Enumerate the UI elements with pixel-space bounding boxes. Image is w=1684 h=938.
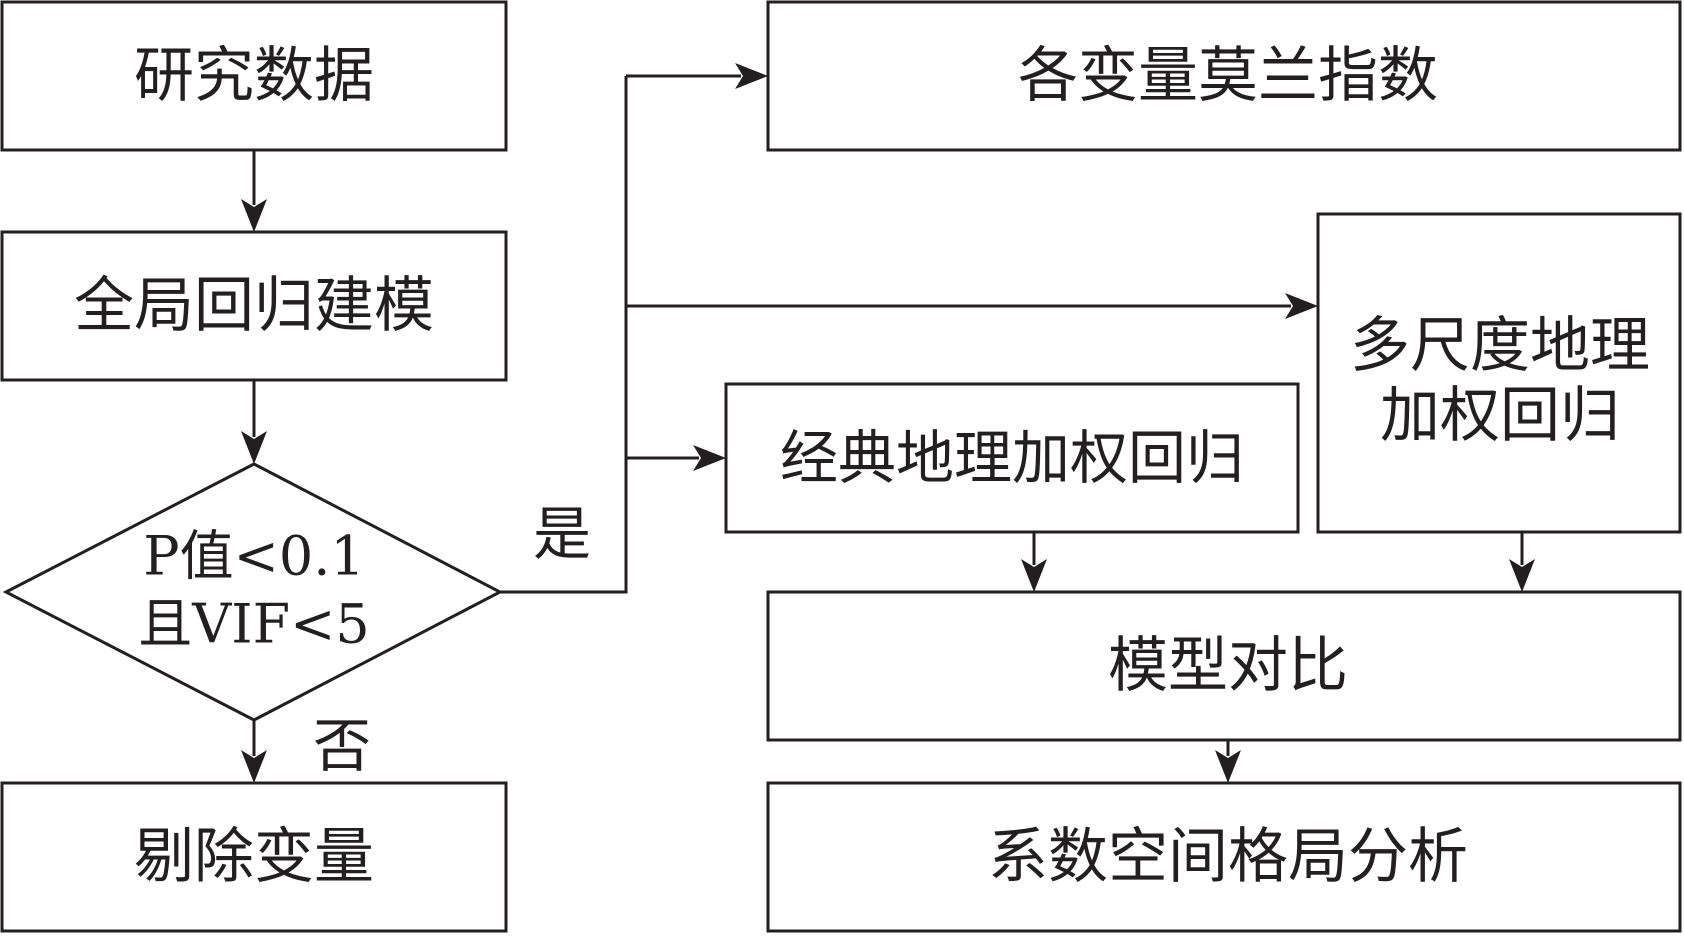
arrow-comparison-to-analysis bbox=[1215, 740, 1241, 783]
node-mgwr-label-line1: 多尺度地理 bbox=[1350, 311, 1650, 381]
node-decision: P值<0.1 且VIF<5 bbox=[2, 462, 504, 722]
node-research-data-label: 研究数据 bbox=[134, 41, 374, 111]
node-mgwr: 多尺度地理 加权回归 bbox=[1316, 212, 1682, 534]
edge-label-yes: 是 bbox=[533, 500, 591, 568]
arrow-regression-to-decision bbox=[241, 380, 267, 464]
node-model-comparison: 模型对比 bbox=[766, 590, 1682, 742]
arrow-decision-to-remove bbox=[241, 720, 267, 783]
node-remove-variables: 剔除变量 bbox=[0, 781, 508, 933]
arrow-to-mgwr bbox=[626, 293, 1318, 319]
node-moran-index: 各变量莫兰指数 bbox=[766, 0, 1682, 152]
node-global-regression: 全局回归建模 bbox=[0, 230, 508, 382]
node-coefficient-analysis: 系数空间格局分析 bbox=[766, 781, 1682, 933]
arrow-to-moran-index bbox=[626, 63, 768, 89]
node-moran-index-label: 各变量莫兰指数 bbox=[1018, 41, 1438, 111]
node-global-regression-label: 全局回归建模 bbox=[74, 271, 434, 341]
arrow-data-to-regression bbox=[241, 150, 267, 232]
edge-label-no: 否 bbox=[313, 712, 371, 780]
node-gwr-label: 经典地理加权回归 bbox=[780, 424, 1244, 492]
arrow-gwr-to-comparison bbox=[1021, 532, 1047, 592]
arrow-mgwr-to-comparison bbox=[1509, 532, 1535, 592]
connector-yes-branch bbox=[500, 76, 628, 594]
node-decision-label-line2: 且VIF<5 bbox=[138, 593, 369, 656]
node-research-data: 研究数据 bbox=[0, 0, 508, 152]
node-coefficient-analysis-label: 系数空间格局分析 bbox=[988, 822, 1468, 892]
node-model-comparison-label: 模型对比 bbox=[1108, 631, 1348, 701]
node-remove-variables-label: 剔除变量 bbox=[134, 822, 374, 892]
node-gwr: 经典地理加权回归 bbox=[724, 382, 1300, 534]
node-decision-label-line1: P值<0.1 bbox=[143, 525, 364, 588]
arrow-to-gwr bbox=[626, 445, 726, 471]
node-mgwr-label-line2: 加权回归 bbox=[1380, 381, 1620, 451]
